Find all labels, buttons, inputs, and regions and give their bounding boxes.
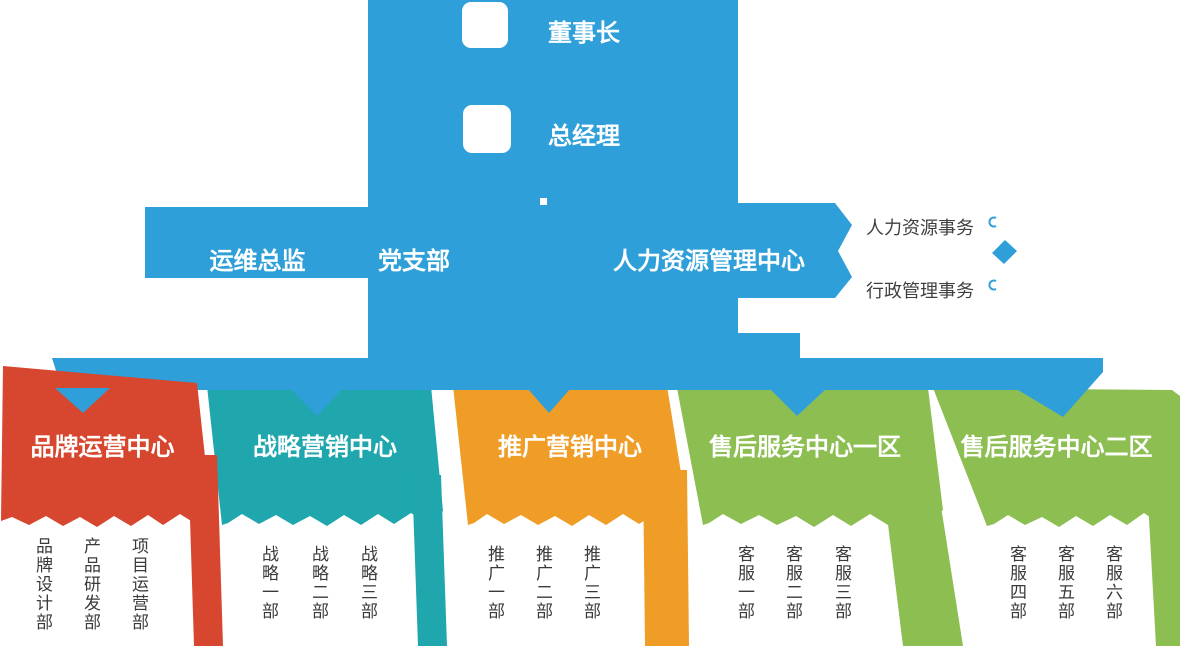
ops-director-label: 运维总监 (209, 247, 306, 275)
dept-title-aftersales-1: 售后服务中心一区 (709, 433, 901, 461)
sub-label: 战略三部 (357, 545, 377, 621)
dept-block-strategy (207, 386, 443, 526)
sub-label: 战略二部 (308, 545, 328, 621)
sub-label: 客服五部 (1054, 545, 1074, 621)
chairman-badge-icon (462, 2, 508, 48)
sub-label: 客服六部 (1102, 545, 1122, 621)
sub-label: 推广二部 (532, 545, 552, 621)
ops-director-band (145, 207, 370, 278)
square-accent-icon (540, 198, 547, 205)
dept-block-brand (1, 366, 211, 527)
sub-label: 项目运营部 (128, 537, 148, 632)
general-manager-badge-icon (463, 105, 511, 153)
hr-center-label: 人力资源管理中心 (613, 247, 805, 275)
dept-block-aftersales-2 (933, 388, 1180, 527)
dept-title-strategy: 战略营销中心 (253, 433, 397, 461)
dept-title-promotion: 推广营销中心 (498, 433, 642, 461)
dept-title-aftersales-2: 售后服务中心二区 (960, 433, 1153, 461)
sub-label: 品牌设计部 (32, 537, 52, 632)
dept-block-promotion (453, 386, 687, 526)
main-connector-shape (52, 0, 1103, 417)
party-branch-label: 党支部 (378, 247, 450, 275)
sub-label: 推广三部 (580, 545, 600, 621)
dept-strip-brand (188, 455, 223, 646)
curl-icon-admin (988, 279, 997, 291)
connector-wedge-strategy (290, 388, 343, 416)
dept-block-aftersales-1 (677, 388, 943, 527)
dept-strip-promotion (643, 470, 689, 646)
diamond-icon (992, 240, 1017, 264)
sub-label: 客服二部 (782, 545, 802, 621)
dept-strip-strategy (412, 475, 447, 646)
connector-wedge-aftersales-1 (769, 388, 827, 416)
sub-label: 产品研发部 (80, 537, 100, 632)
sub-label: 战略一部 (258, 545, 278, 621)
admin-affairs-label: 行政管理事务 (866, 281, 974, 302)
general-manager-label: 总经理 (548, 122, 620, 150)
curl-icon-hr (988, 216, 997, 228)
connector-wedge-promotion (527, 388, 571, 413)
hr-affairs-label: 人力资源事务 (866, 218, 974, 239)
dept-title-brand: 品牌运营中心 (30, 433, 175, 461)
sub-label: 客服四部 (1006, 545, 1026, 621)
sub-label: 推广一部 (484, 545, 504, 621)
connector-wedge-brand (55, 388, 110, 413)
dept-strip-aftersales-1 (885, 500, 963, 646)
sub-label: 客服三部 (831, 545, 851, 621)
sub-label: 客服一部 (734, 545, 754, 621)
chairman-label: 董事长 (548, 19, 620, 47)
dept-strip-aftersales-2 (1148, 500, 1180, 646)
